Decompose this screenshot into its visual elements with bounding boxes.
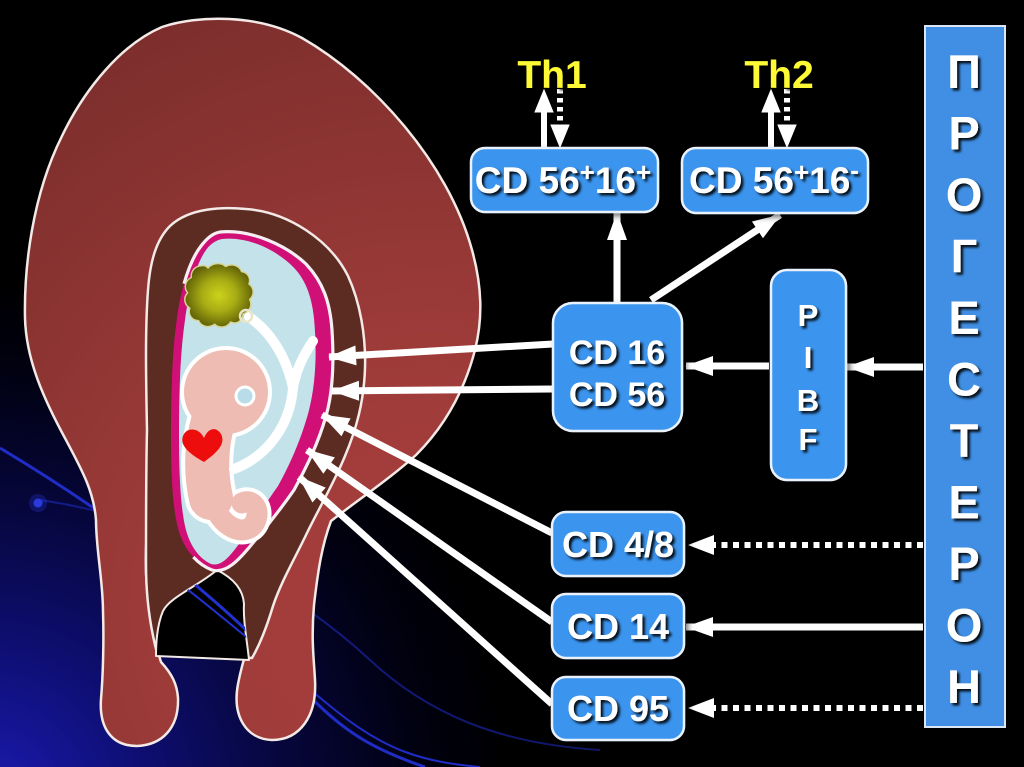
svg-text:CD 4/8: CD 4/8 [562, 524, 674, 565]
svg-text:CD 56+16+: CD 56+16+ [475, 157, 651, 201]
svg-text:О: О [946, 168, 983, 221]
svg-text:F: F [799, 422, 818, 457]
svg-text:Th1: Th1 [517, 54, 586, 97]
svg-text:CD 16: CD 16 [569, 334, 665, 372]
svg-text:Р: Р [948, 537, 979, 590]
svg-text:Н: Н [947, 660, 981, 713]
svg-text:CD 14: CD 14 [567, 606, 669, 647]
svg-text:П: П [947, 45, 981, 98]
svg-text:CD 56+16-: CD 56+16- [689, 155, 859, 201]
svg-text:Е: Е [948, 291, 979, 344]
svg-text:Th2: Th2 [744, 54, 813, 97]
svg-text:Т: Т [950, 414, 979, 467]
svg-text:Г: Г [951, 230, 978, 283]
svg-text:С: С [947, 353, 981, 406]
svg-text:Р: Р [948, 107, 979, 160]
svg-text:CD 56: CD 56 [569, 376, 665, 414]
svg-text:CD 95: CD 95 [567, 688, 669, 729]
svg-text:P: P [798, 298, 819, 333]
svg-text:Е: Е [948, 476, 979, 529]
svg-text:О: О [946, 599, 983, 652]
svg-text:I: I [804, 340, 813, 375]
svg-text:B: B [797, 383, 819, 418]
